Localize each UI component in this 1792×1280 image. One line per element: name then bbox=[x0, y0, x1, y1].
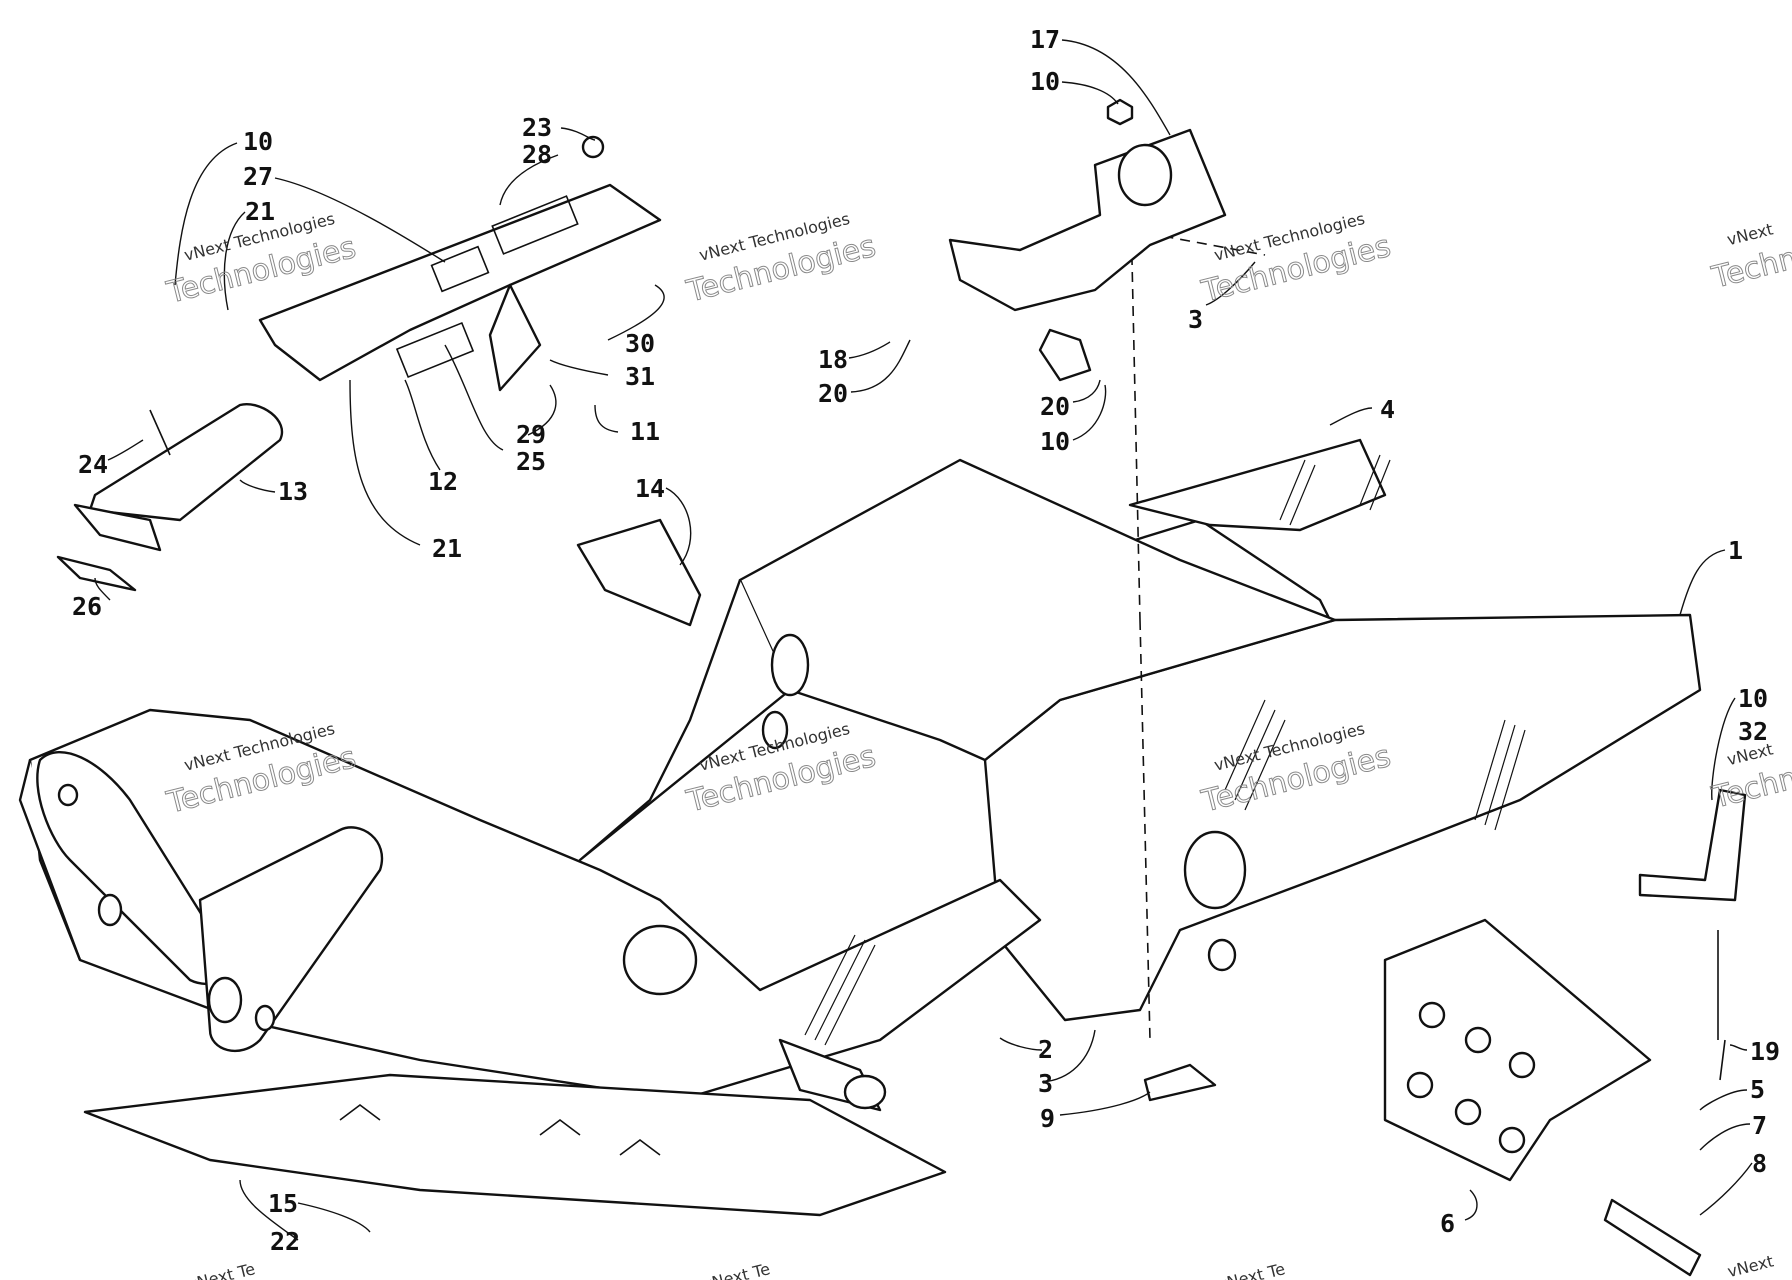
watermark-text: vNext bbox=[1725, 219, 1775, 249]
callout-9: 9 bbox=[1040, 1104, 1055, 1133]
callout-32: 32 bbox=[1738, 717, 1768, 746]
callout-10: 10 bbox=[1040, 427, 1070, 456]
callout-20: 20 bbox=[818, 379, 848, 408]
callout-30: 30 bbox=[625, 329, 655, 358]
watermark-text: vNext bbox=[1726, 1251, 1776, 1280]
callout-1: 1 bbox=[1728, 536, 1743, 565]
watermark-9: vNext Te bbox=[1216, 1259, 1287, 1280]
watermark-outline: Techno bbox=[1708, 756, 1792, 815]
callout-2: 2 bbox=[1038, 1035, 1053, 1064]
lower-right-parts-drawing bbox=[1143, 788, 1747, 1277]
callout-6: 6 bbox=[1440, 1209, 1455, 1238]
callout-15: 15 bbox=[268, 1189, 298, 1218]
callout-21: 21 bbox=[245, 197, 275, 226]
small-parts-drawing bbox=[56, 403, 702, 627]
callout-21: 21 bbox=[432, 534, 462, 563]
callout-17: 17 bbox=[1030, 25, 1060, 54]
callout-10: 10 bbox=[1738, 684, 1768, 713]
callout-10: 10 bbox=[1030, 67, 1060, 96]
callout-3: 3 bbox=[1038, 1069, 1053, 1098]
callout-7: 7 bbox=[1752, 1111, 1767, 1140]
callout-25: 25 bbox=[516, 447, 546, 476]
watermark-3: vNext Technologies Technologies bbox=[1197, 209, 1394, 310]
callout-8: 8 bbox=[1752, 1149, 1767, 1178]
watermark-7: vNext Te bbox=[186, 1259, 257, 1280]
watermark-8: vNext Te bbox=[701, 1259, 772, 1280]
callout-24: 24 bbox=[78, 450, 108, 479]
watermark-text: vNext Te bbox=[186, 1259, 257, 1280]
callout-29: 29 bbox=[516, 420, 546, 449]
watermark-text: vNext Te bbox=[701, 1259, 772, 1280]
callout-22: 22 bbox=[270, 1227, 300, 1256]
main-frame-drawing bbox=[18, 169, 1702, 1217]
watermark-edge-bottom: vNext bbox=[1726, 1251, 1776, 1280]
callout-27: 27 bbox=[243, 162, 273, 191]
callout-11: 11 bbox=[630, 417, 660, 446]
leader-lines bbox=[94, 39, 1753, 1241]
callout-20: 20 bbox=[1040, 392, 1070, 421]
watermark-outline: Techno bbox=[1708, 236, 1792, 295]
watermark-edge-top: vNext Techno bbox=[1708, 219, 1792, 296]
callout-18: 18 bbox=[818, 345, 848, 374]
callout-31: 31 bbox=[625, 362, 655, 391]
callout-19: 19 bbox=[1750, 1037, 1780, 1066]
callout-13: 13 bbox=[278, 477, 308, 506]
callout-3: 3 bbox=[1188, 305, 1203, 334]
steering-bracket-drawing bbox=[948, 98, 1227, 382]
callout-14: 14 bbox=[635, 474, 665, 503]
callout-28: 28 bbox=[522, 140, 552, 169]
callout-5: 5 bbox=[1750, 1075, 1765, 1104]
console-drawing bbox=[258, 135, 662, 392]
callout-4: 4 bbox=[1380, 395, 1395, 424]
callout-10: 10 bbox=[243, 127, 273, 156]
callout-26: 26 bbox=[72, 592, 102, 621]
callout-labels: 17 10 23 28 10 27 21 30 31 11 29 25 12 2… bbox=[72, 25, 1780, 1256]
watermark-2: vNext Technologies Technologies bbox=[682, 209, 879, 310]
callout-23: 23 bbox=[522, 113, 552, 142]
callout-12: 12 bbox=[428, 467, 458, 496]
watermark-text: vNext Te bbox=[1216, 1259, 1287, 1280]
